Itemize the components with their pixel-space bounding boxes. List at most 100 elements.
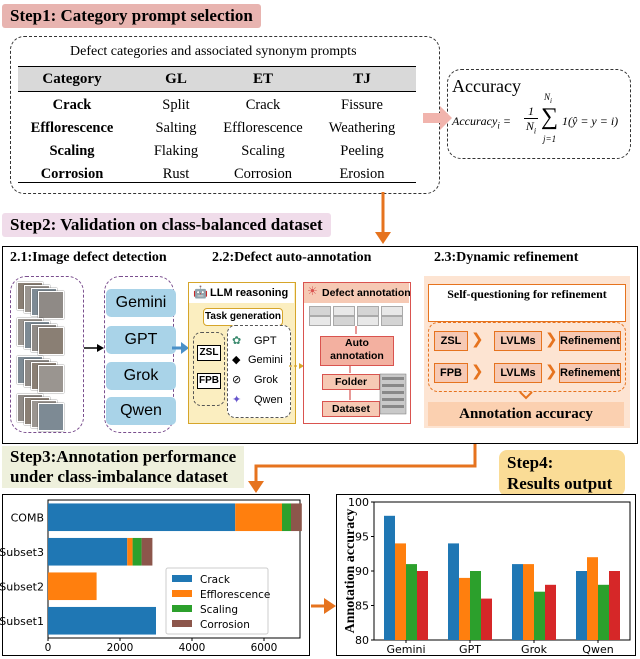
legend-swatch [172, 590, 192, 597]
bar-corrosion [291, 503, 302, 532]
folder-box: Folder [322, 374, 380, 390]
accuracy-bar [406, 564, 417, 640]
x-tick-label: Gemini [386, 643, 425, 656]
table-category-cell: Scaling [49, 143, 95, 159]
table-synonym-cell: Corrosion [234, 166, 292, 182]
grok-icon: ⊘ [232, 373, 242, 386]
y-tick-label: 90 [355, 565, 369, 578]
bar-efflorescence [48, 572, 97, 601]
bar-scaling [132, 537, 142, 566]
table-synonym-cell: Efflorescence [223, 120, 303, 136]
defect-image-thumb [38, 291, 64, 319]
legend-swatch [172, 620, 192, 627]
annotation-thumb [381, 316, 403, 326]
y-tick-label: Subset2 [0, 580, 44, 593]
defect-image-thumb [38, 327, 64, 355]
llm-reasoning-label: LLM reasoning [210, 287, 289, 299]
step4-title-line1: Step4: [507, 453, 554, 472]
image-stack-box [10, 276, 84, 433]
task-zsl: ZSL [197, 345, 221, 361]
refine-step-refinement: Refinement [559, 363, 621, 383]
refine-chevron-icon: ❯ [471, 362, 484, 380]
sub-2-1-title: 2.1:Image defect detection [10, 250, 167, 265]
refine-chevron-icon: ❯ [545, 362, 558, 380]
accuracy-bar [609, 571, 620, 640]
robot-icon: 🤖 [193, 285, 208, 299]
y-tick-label: 85 [355, 600, 369, 613]
table-synonym-cell: Split [162, 97, 190, 113]
dataset-box: Dataset [322, 401, 380, 417]
table-header-gl: GL [165, 71, 187, 87]
defect-image-thumb [38, 403, 64, 431]
bar-crack [48, 503, 236, 532]
table-category-cell: Corrosion [40, 166, 104, 182]
sum-lower: j=1 [543, 134, 557, 144]
refine-step-fpb: FPB [434, 363, 468, 383]
step1-title: Step1: Category prompt selection [2, 4, 261, 28]
refine-step-refinement: Refinement [559, 331, 621, 351]
accuracy-bar [459, 577, 470, 640]
annotation-thumb [357, 316, 379, 326]
y-tick-label: 95 [355, 531, 369, 544]
refine-chevron-icon: ❯ [545, 330, 558, 348]
annotation-thumb [309, 316, 331, 326]
bar-corrosion [141, 537, 153, 566]
legend-label: Corrosion [200, 619, 250, 631]
annotation-thumb [309, 306, 331, 316]
refinement-loop [428, 322, 626, 392]
annotation-thumb [357, 306, 379, 316]
step4-title-line2: Results output [507, 474, 613, 493]
refine-step-lvlms: LVLMs [494, 363, 542, 383]
legend-swatch [172, 605, 192, 612]
accuracy-bar [523, 564, 534, 640]
accuracy-bar [587, 557, 598, 640]
legend-frame [165, 567, 269, 635]
annotation-thumb [333, 306, 355, 316]
table-synonym-cell: Weathering [328, 120, 396, 136]
y-tick-label: Subset1 [0, 615, 44, 628]
y-tick-label: COMB [11, 511, 44, 524]
accuracy-bar [470, 571, 481, 640]
bulb-icon: ☀ [307, 284, 318, 298]
bar-crack [48, 606, 156, 635]
annotation-thumb [333, 316, 355, 326]
legend-label: Efflorescence [200, 589, 270, 601]
model-gemini: Gemini [106, 289, 176, 317]
table-header-bg [18, 66, 416, 92]
step2-title: Step2: Validation on class-balanced data… [2, 213, 331, 237]
legend-label: Crack [200, 574, 231, 586]
step3-title-line2: under class-imbalance dataset [10, 467, 228, 486]
gpt-icon: ✿ [232, 334, 242, 347]
accuracy-bar [384, 515, 395, 640]
table-header-et: ET [252, 71, 273, 87]
accuracy-bar [417, 571, 428, 640]
x-tick-label: GPT [459, 643, 481, 656]
llm-grok: Grok [254, 374, 278, 386]
refine-step-lvlms: LVLMs [494, 331, 542, 351]
legend-swatch [172, 575, 192, 582]
accuracy-fraction: 1 Ni [524, 104, 538, 136]
table-synonym-cell: Scaling [241, 143, 285, 159]
accuracy-bar [448, 543, 459, 640]
accuracy-bar [512, 564, 523, 640]
accuracy-formula: Accuracyi = 1 Ni Ni ∑ j=1 1(ŷ = y = i) [452, 92, 628, 146]
llm-gemini: Gemini [248, 354, 283, 366]
table-category-cell: Crack [52, 97, 92, 113]
llm-list-box [227, 325, 291, 418]
table-synonym-cell: Erosion [339, 166, 385, 182]
accuracy-bar [598, 584, 609, 640]
task-fpb: FPB [197, 373, 221, 389]
y-tick-label: 80 [355, 634, 369, 647]
bar-efflorescence [235, 503, 282, 532]
x-tick-label: Qwen [582, 643, 613, 656]
table-synonym-cell: Salting [155, 120, 197, 136]
accuracy-title: Accuracy [452, 76, 521, 96]
bar-crack [48, 537, 128, 566]
